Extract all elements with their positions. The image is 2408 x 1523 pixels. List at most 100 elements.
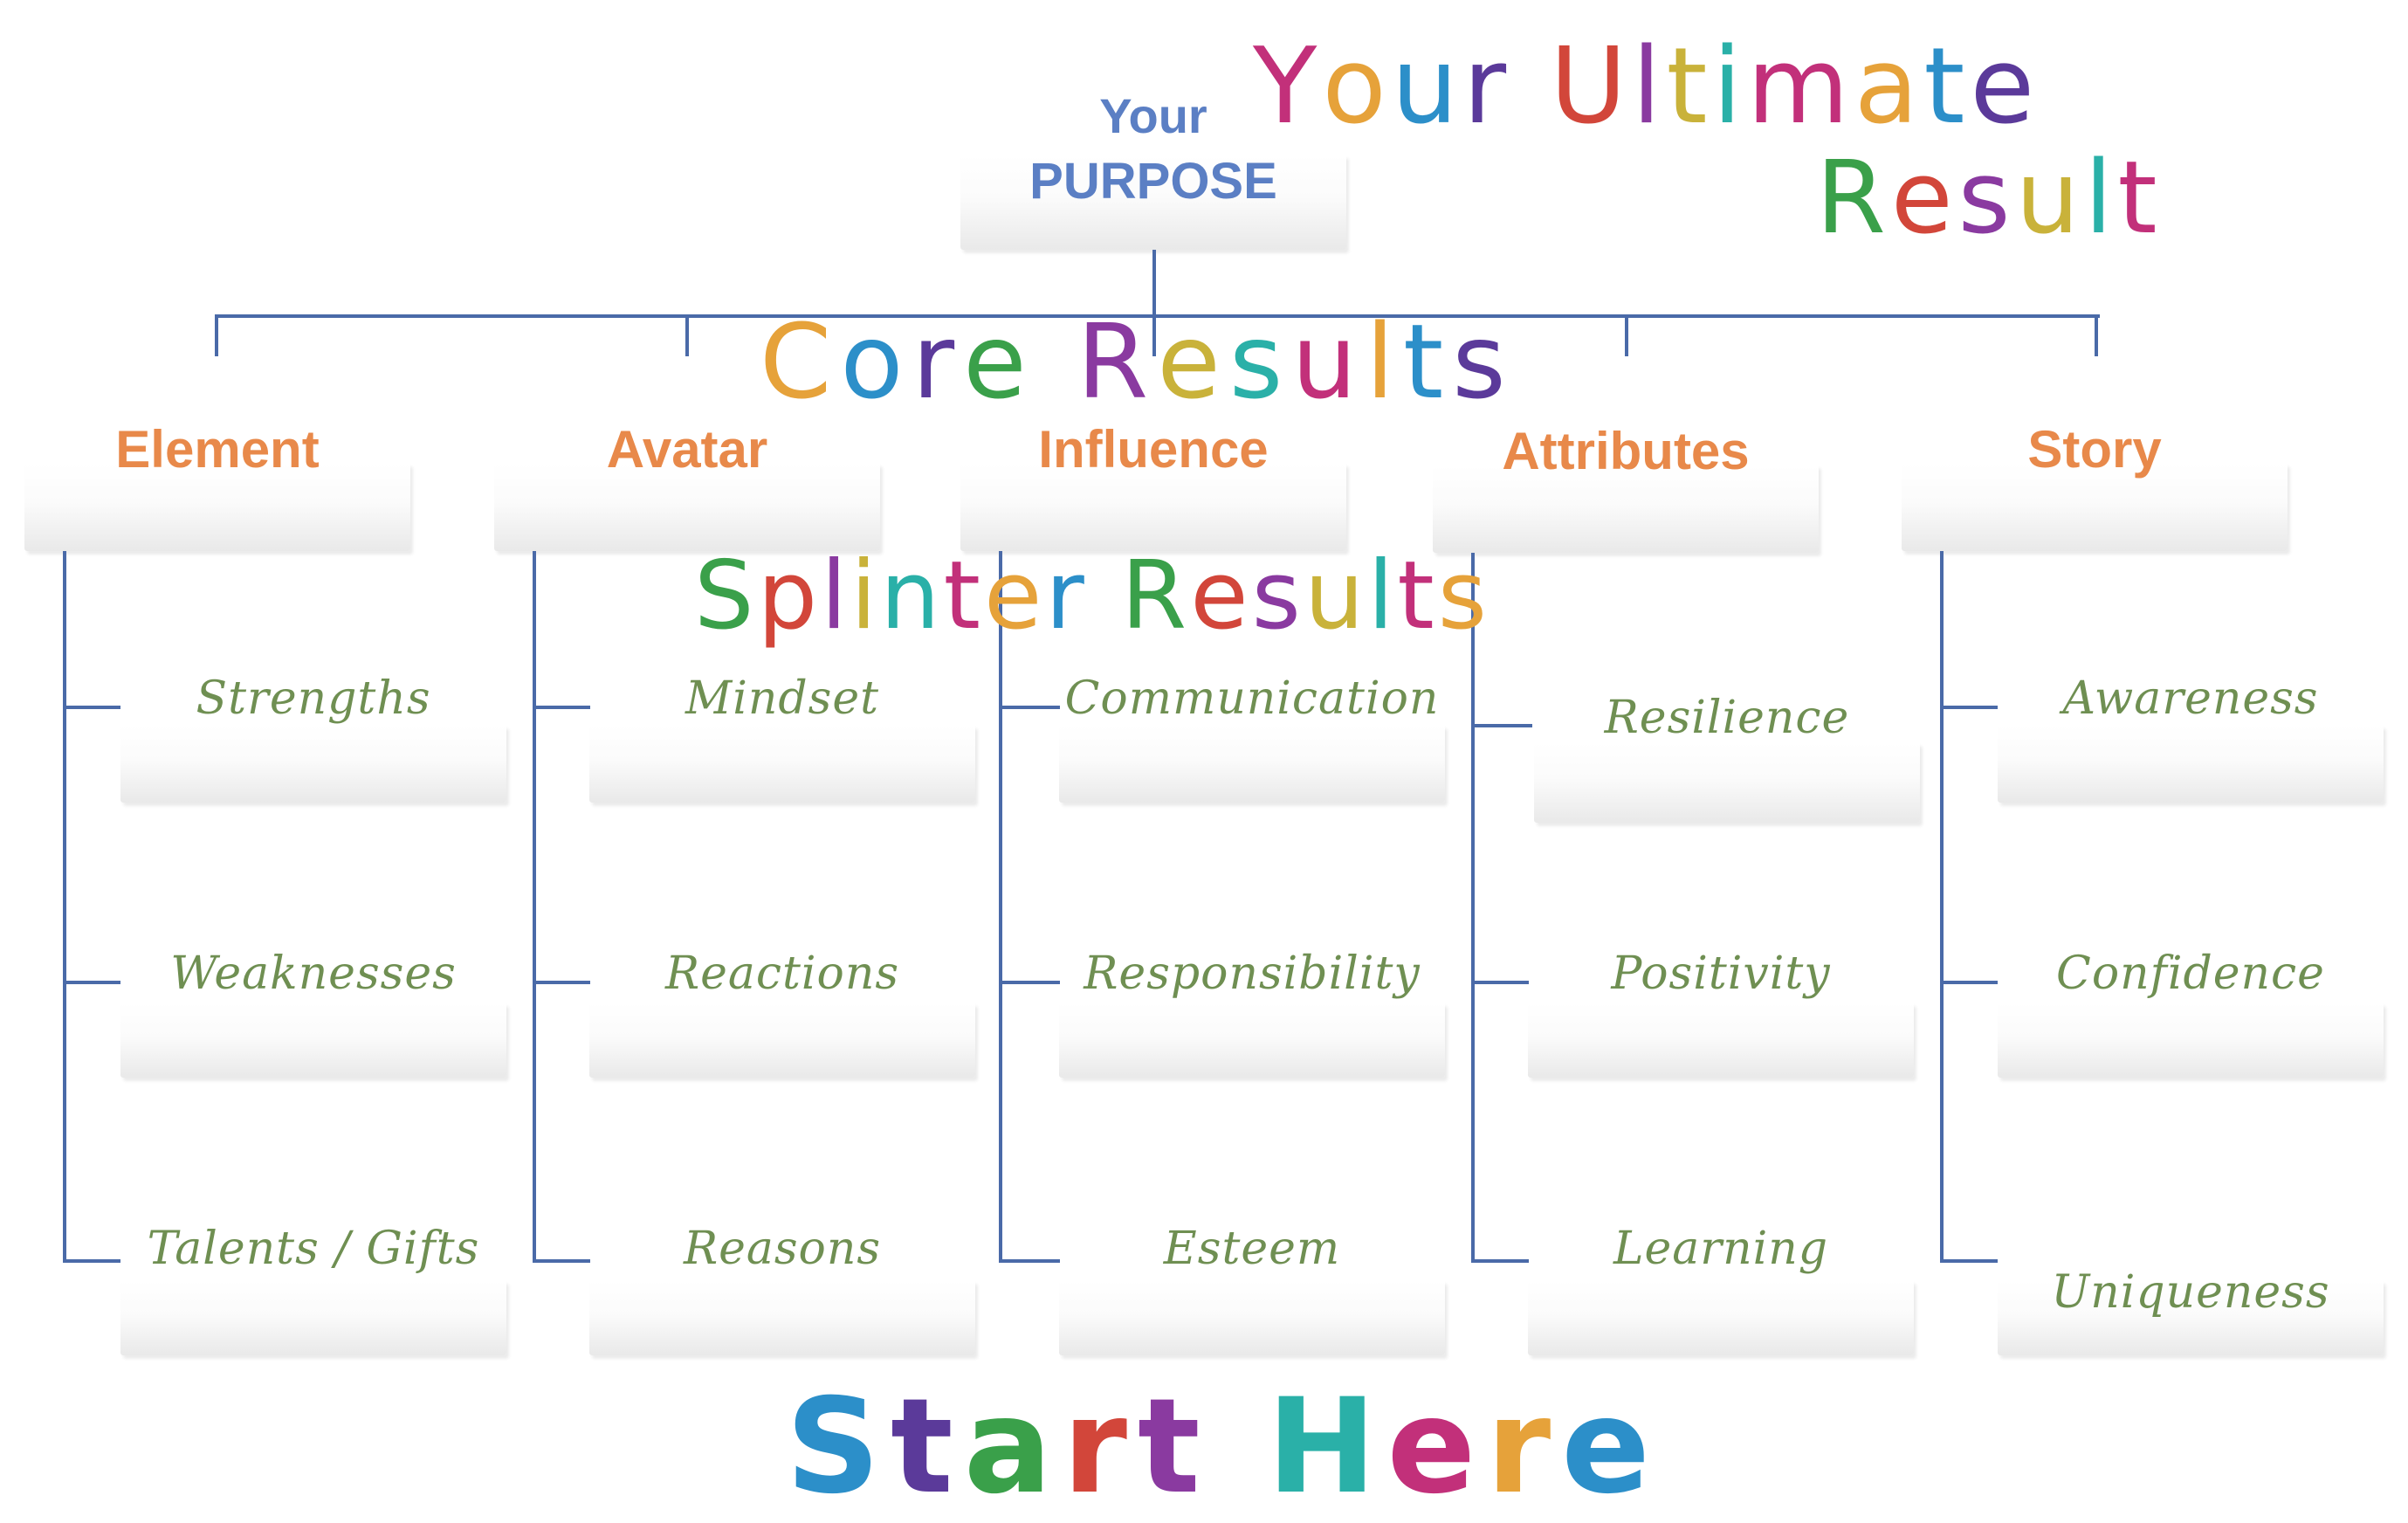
connector-horizontal — [215, 314, 2100, 318]
heading-letter — [1511, 26, 1550, 148]
heading-letter: t — [1402, 301, 1453, 422]
splinter-box — [589, 1280, 975, 1355]
core-label-story: Story — [2027, 420, 2162, 479]
heading-letter: l — [2084, 140, 2118, 257]
purpose-label-your: Your — [1099, 88, 1207, 143]
splinter-label-uniqueness: Uniqueness — [2051, 1266, 2330, 1319]
splinter-box — [589, 725, 975, 803]
heading-letter: s — [1437, 541, 1491, 651]
column-line-avatar — [533, 551, 536, 1263]
branch — [1940, 706, 1998, 709]
core-label-avatar: Avatar — [606, 420, 768, 479]
column-line-element — [63, 551, 66, 1263]
splinter-label-mindset: Mindset — [685, 672, 879, 725]
heading-letter: r — [1486, 1371, 1562, 1523]
heading-letter: U — [1550, 26, 1633, 148]
splinter-box — [1059, 725, 1445, 803]
core-box-story — [1902, 463, 2288, 551]
heading-letter: t — [1923, 26, 1971, 148]
purpose-box — [960, 155, 1346, 250]
column-line-influence — [999, 551, 1002, 1263]
heading-letter — [1088, 541, 1121, 651]
heading-letter: s — [1251, 541, 1304, 651]
splinter-label-talents: Talents / Gifts — [147, 1223, 480, 1275]
connector-purpose-down — [1152, 250, 1156, 318]
purpose-label: PURPOSE — [1029, 153, 1277, 210]
branch — [533, 706, 590, 709]
splinter-box — [1998, 725, 2384, 803]
heading-letter: l — [1367, 541, 1398, 651]
core-box-attributes — [1433, 465, 1819, 553]
heading-letter: t — [943, 541, 984, 651]
core-label-influence: Influence — [1038, 420, 1269, 479]
heading-letter: p — [757, 541, 822, 651]
title-result: Result — [1816, 140, 2163, 257]
heading-letter: t — [1397, 541, 1438, 651]
splinter-box — [120, 725, 506, 803]
column-line-attributes — [1471, 553, 1475, 1263]
heading-letter: a — [963, 1371, 1063, 1523]
heading-letter: u — [1291, 301, 1366, 422]
heading-letter: S — [786, 1371, 891, 1523]
branch — [1471, 981, 1529, 984]
heading-letter: s — [1957, 140, 2016, 257]
connector-avatar — [685, 314, 689, 356]
heading-letter: e — [1561, 1371, 1661, 1523]
heading-letter: t — [2117, 140, 2163, 257]
heading-letter: u — [1304, 541, 1368, 651]
splinter-label-strengths: Strengths — [196, 672, 431, 725]
splinter-box — [1059, 1280, 1445, 1355]
splinter-box — [1534, 742, 1920, 823]
heading-letter: t — [1666, 26, 1713, 148]
heading-letter — [1035, 301, 1077, 422]
heading-letter: l — [1632, 26, 1667, 148]
splinter-label-positivity: Positivity — [1611, 948, 1831, 1000]
heading-letter: r — [1063, 1371, 1138, 1523]
heading-letter: e — [1970, 26, 2040, 148]
heading-letter: e — [1157, 301, 1229, 422]
heading-letter: e — [1890, 140, 1958, 257]
splinter-label-esteem: Esteem — [1163, 1223, 1341, 1275]
connector-element — [215, 314, 218, 356]
branch — [999, 706, 1060, 709]
core-label-attributes: Attributes — [1502, 422, 1750, 480]
heading-letter: o — [1322, 26, 1392, 148]
branch — [533, 981, 590, 984]
core-box-influence — [960, 463, 1346, 551]
splinter-results-heading: Splinter Results — [694, 541, 1490, 651]
heading-letter: H — [1266, 1371, 1387, 1523]
heading-letter: i — [850, 541, 881, 651]
heading-letter: e — [1386, 1371, 1487, 1523]
heading-letter: Y — [1253, 26, 1323, 148]
splinter-label-weaknesses: Weaknesses — [170, 948, 457, 1000]
heading-letter: e — [983, 541, 1046, 651]
heading-letter: t — [891, 1371, 964, 1523]
core-results-heading: Core Results — [760, 301, 1515, 422]
branch — [999, 981, 1060, 984]
splinter-label-reactions: Reactions — [664, 948, 900, 1000]
splinter-label-learning: Learning — [1613, 1223, 1829, 1275]
branch — [63, 981, 120, 984]
heading-letter: r — [912, 301, 964, 422]
heading-letter: a — [1854, 26, 1924, 148]
title-ultimate: Your Ultimate — [1253, 26, 2040, 148]
heading-letter: R — [1077, 301, 1158, 422]
heading-letter: s — [1452, 301, 1515, 422]
branch — [63, 706, 120, 709]
core-box-avatar — [494, 463, 880, 551]
core-label-element: Element — [115, 420, 320, 479]
splinter-label-responsibility: Responsibility — [1084, 948, 1421, 1000]
heading-letter: S — [694, 541, 758, 651]
splinter-box — [1528, 1280, 1914, 1355]
splinter-label-awareness: Awareness — [2062, 672, 2319, 725]
splinter-label-reasons: Reasons — [683, 1223, 882, 1275]
splinter-box — [1059, 1003, 1445, 1078]
splinter-box — [1998, 1280, 2384, 1355]
splinter-box — [589, 1003, 975, 1078]
branch — [1940, 1259, 1998, 1263]
connector-attributes — [1625, 314, 1628, 356]
splinter-box — [1998, 1003, 2384, 1078]
core-box-element — [24, 463, 410, 551]
heading-letter: u — [1391, 26, 1463, 148]
splinter-box — [1528, 1003, 1914, 1078]
